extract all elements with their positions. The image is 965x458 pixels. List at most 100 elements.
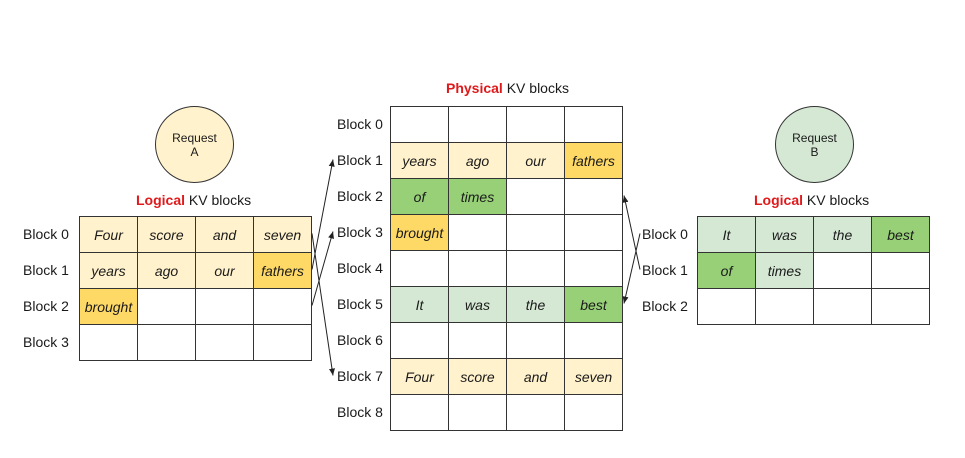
logical-b-row-label: Block 0 — [642, 225, 688, 242]
physical-row-label: Block 5 — [337, 295, 383, 312]
logical-a-row-label: Block 2 — [23, 297, 69, 314]
physical-row: brought — [390, 214, 623, 251]
logical-b-row — [697, 288, 930, 325]
mapping-arrow — [311, 233, 335, 376]
logical-b-title: Logical KV blocks — [754, 192, 869, 208]
physical-cell — [564, 214, 623, 251]
physical-cell: fathers — [564, 142, 623, 179]
physical-cell: years — [390, 142, 449, 179]
physical-cell — [390, 394, 449, 431]
logical-b-row-label: Block 2 — [642, 297, 688, 314]
logical-b-cell — [871, 252, 930, 289]
logical-b-title-bold: Logical — [754, 192, 804, 208]
logical-b-row-label: Block 1 — [642, 261, 688, 278]
logical-a-title-rest: KV blocks — [185, 192, 252, 208]
physical-cell — [564, 250, 623, 287]
physical-cell: seven — [564, 358, 623, 395]
physical-row-label: Block 7 — [337, 367, 383, 384]
physical-cell: Four — [390, 358, 449, 395]
logical-a-cell — [137, 324, 196, 361]
physical-row — [390, 250, 623, 287]
physical-title-rest: KV blocks — [502, 80, 569, 96]
logical-b-cell — [697, 288, 756, 325]
physical-row-label: Block 1 — [337, 151, 383, 168]
physical-cell: score — [448, 358, 507, 395]
logical-a-row — [79, 324, 312, 361]
mapping-arrow — [622, 233, 641, 304]
logical-a-row: brought — [79, 288, 312, 325]
physical-cell: It — [390, 286, 449, 323]
physical-cell: was — [448, 286, 507, 323]
physical-row-label: Block 2 — [337, 187, 383, 204]
logical-a-row-label: Block 3 — [23, 333, 69, 350]
physical-cell — [564, 178, 623, 215]
logical-b-cell — [755, 288, 814, 325]
physical-cell — [390, 106, 449, 143]
logical-a-cell — [253, 324, 312, 361]
logical-b-cell: times — [755, 252, 814, 289]
physical-title: Physical KV blocks — [446, 80, 569, 96]
request-a-node: Request A — [155, 106, 234, 183]
physical-cell: of — [390, 178, 449, 215]
physical-cell — [448, 322, 507, 359]
logical-a-cell — [137, 288, 196, 325]
physical-cell: our — [506, 142, 565, 179]
physical-cell — [448, 394, 507, 431]
logical-b-cell: best — [871, 216, 930, 253]
physical-row-label: Block 0 — [337, 115, 383, 132]
logical-a-row-label: Block 1 — [23, 261, 69, 278]
physical-row-label: Block 6 — [337, 331, 383, 348]
logical-b-cell — [813, 288, 872, 325]
logical-b-cell: the — [813, 216, 872, 253]
physical-cell — [506, 394, 565, 431]
physical-cell: times — [448, 178, 507, 215]
logical-a-title-bold: Logical — [136, 192, 186, 208]
mapping-arrow — [622, 195, 641, 270]
physical-cell — [564, 106, 623, 143]
physical-cell — [564, 322, 623, 359]
physical-title-bold: Physical — [446, 80, 503, 96]
mapping-arrow — [311, 231, 334, 306]
logical-a-cell: brought — [79, 288, 138, 325]
logical-b-cell — [871, 288, 930, 325]
physical-cell — [448, 250, 507, 287]
physical-row-label: Block 3 — [337, 223, 383, 240]
mapping-arrow — [311, 159, 335, 270]
logical-a-cell: seven — [253, 216, 312, 253]
request-a-id: A — [190, 144, 199, 159]
request-a-label: Request — [172, 130, 217, 145]
logical-b-title-rest: KV blocks — [803, 192, 870, 208]
physical-cell: and — [506, 358, 565, 395]
physical-row — [390, 394, 623, 431]
physical-cell — [564, 394, 623, 431]
request-b-node: Request B — [775, 106, 854, 183]
logical-a-cell: years — [79, 252, 138, 289]
request-b-label: Request — [792, 130, 837, 145]
physical-row-label: Block 4 — [337, 259, 383, 276]
physical-cell — [390, 322, 449, 359]
physical-cell — [506, 250, 565, 287]
physical-cell: best — [564, 286, 623, 323]
logical-a-row-label: Block 0 — [23, 225, 69, 242]
request-b-id: B — [810, 144, 819, 159]
logical-a-cell: our — [195, 252, 254, 289]
physical-cell — [448, 106, 507, 143]
logical-a-cell: fathers — [253, 252, 312, 289]
physical-cell: ago — [448, 142, 507, 179]
logical-a-cell: Four — [79, 216, 138, 253]
physical-row — [390, 106, 623, 143]
physical-row-label: Block 8 — [337, 403, 383, 420]
logical-a-cell — [79, 324, 138, 361]
logical-a-cell — [253, 288, 312, 325]
